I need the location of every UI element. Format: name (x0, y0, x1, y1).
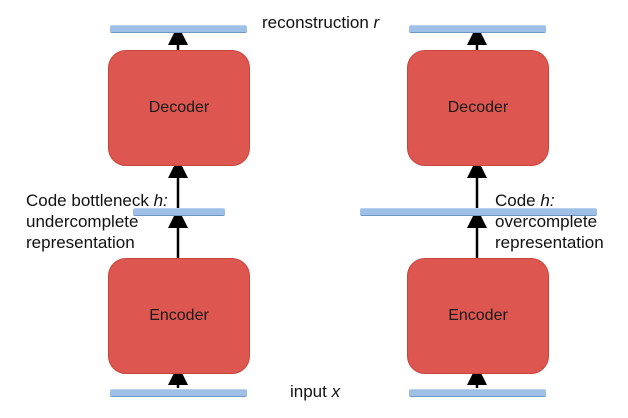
left-code-line2: undercomplete (26, 212, 139, 231)
right-output-bar (409, 25, 546, 33)
left-encoder-box: Encoder (108, 258, 250, 374)
left-decoder-label: Decoder (148, 99, 210, 116)
right-code-line1-var: h: (540, 191, 555, 210)
input-var: x (331, 382, 341, 401)
right-code-line2: overcomplete (495, 212, 598, 231)
left-encoder-label: Encoder (149, 307, 209, 324)
reconstruction-label: reconstruction r (262, 12, 379, 33)
left-code-annotation: Code bottleneck h: undercomplete represe… (26, 190, 168, 253)
right-encoder-box: Encoder (407, 258, 549, 374)
right-decoder-label: Decoder (447, 99, 509, 116)
left-code-line3: representation (26, 233, 135, 252)
right-code-line1: Code h: (495, 190, 604, 211)
input-label: input x (290, 381, 340, 402)
right-code-line1-text: Code (495, 191, 541, 210)
input-text: input (290, 382, 332, 401)
left-output-bar (110, 25, 247, 33)
reconstruction-var: r (373, 13, 380, 32)
right-encoder-label: Encoder (448, 307, 508, 324)
left-input-bar (110, 389, 247, 397)
reconstruction-text: reconstruction (262, 13, 374, 32)
right-input-bar (409, 389, 546, 397)
left-code-line1: Code bottleneck h: (26, 190, 168, 211)
right-code-annotation: Code h: overcomplete representation (495, 190, 604, 253)
left-code-bar-undercomplete (133, 208, 225, 216)
right-decoder-box: Decoder (407, 50, 549, 166)
left-decoder-box: Decoder (108, 50, 250, 166)
left-code-line1-text: Code bottleneck (26, 191, 154, 210)
right-code-bar-overcomplete (360, 208, 597, 216)
right-code-line3: representation (495, 233, 604, 252)
left-code-line1-var: h: (153, 191, 168, 210)
